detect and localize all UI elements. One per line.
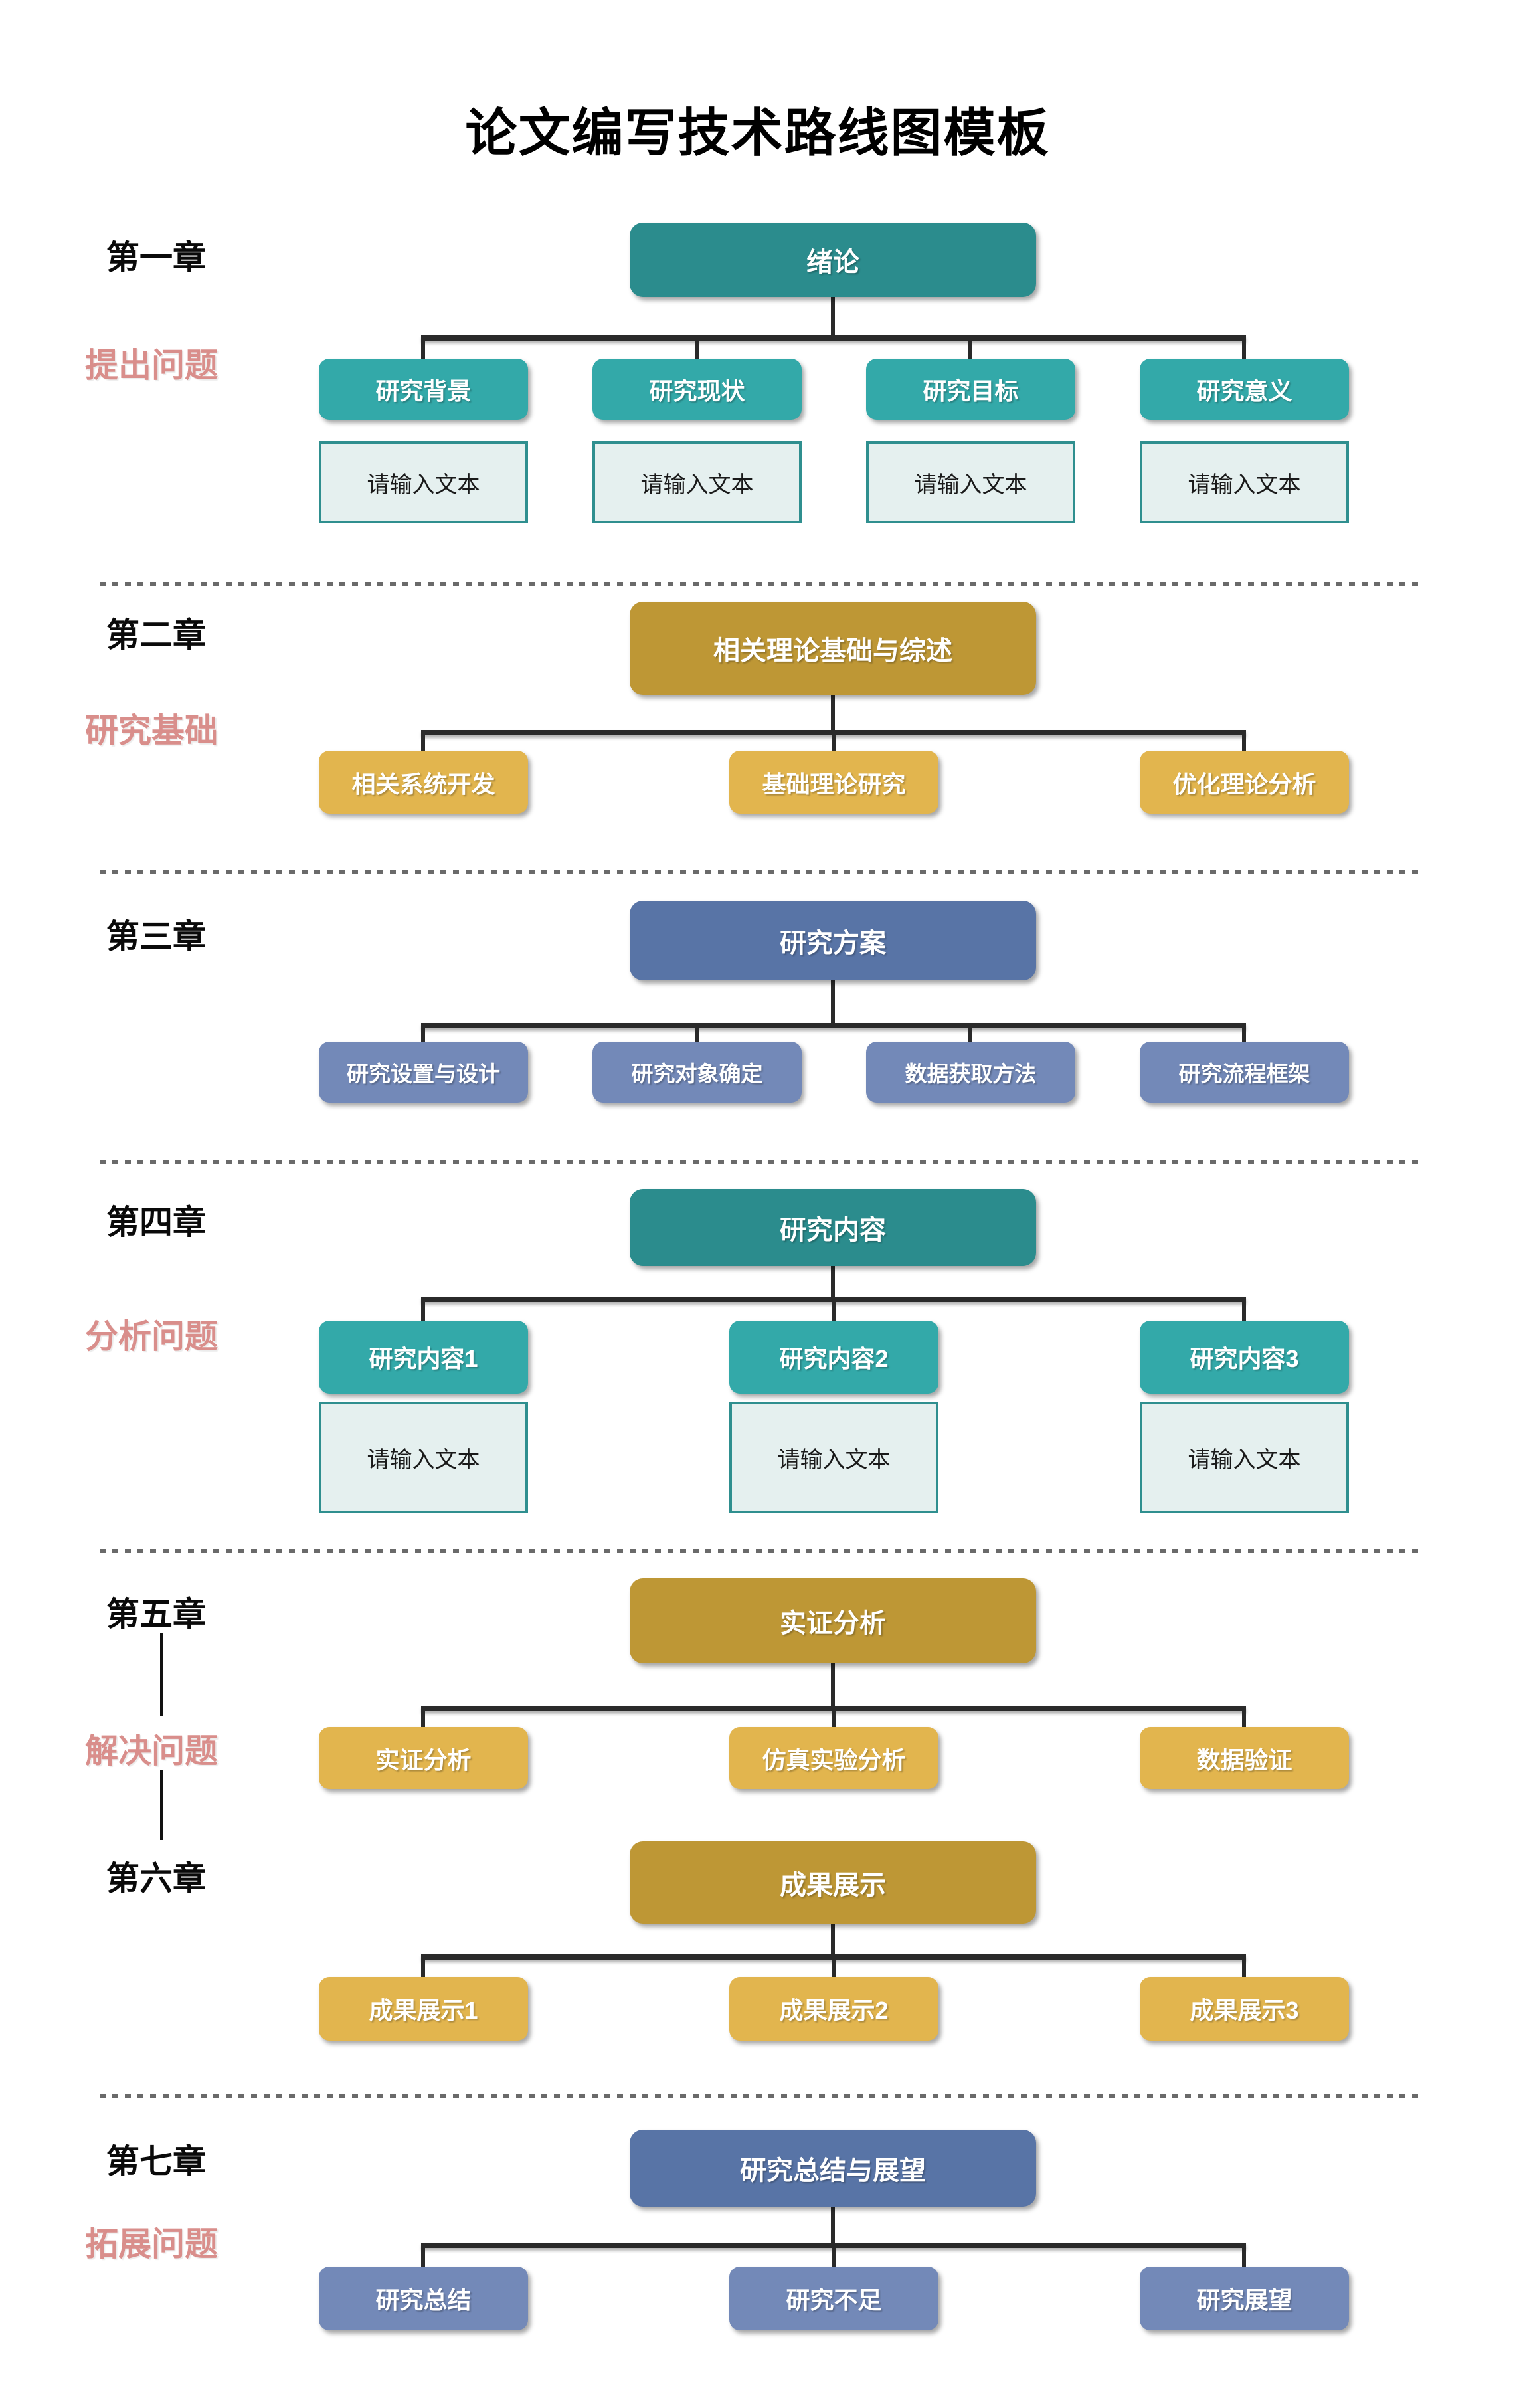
chapter-link-line [160, 1770, 163, 1840]
connector-stem [831, 695, 835, 730]
connector-drop [695, 335, 699, 359]
connector-stem [831, 1924, 835, 1954]
placeholder-text-box[interactable]: 请输入文本 [319, 441, 528, 523]
root-node-summary-outlook[interactable]: 研究总结与展望 [630, 2130, 1036, 2207]
connector-drop [421, 1706, 425, 1727]
connector-drop [1242, 1297, 1246, 1321]
connector-drop [421, 1297, 425, 1321]
child-node[interactable]: 基础理论研究 [729, 751, 938, 814]
section-divider [100, 870, 1418, 874]
connector-drop [1242, 1023, 1246, 1042]
child-node[interactable]: 仿真实验分析 [729, 1727, 938, 1789]
chapter-7-side-label: 拓展问题 [85, 2225, 218, 2263]
child-node[interactable]: 研究背景 [319, 359, 528, 420]
child-node[interactable]: 研究意义 [1140, 359, 1349, 420]
chapter-4-side-label: 分析问题 [85, 1318, 218, 1355]
child-node[interactable]: 研究对象确定 [592, 1042, 802, 1103]
child-node[interactable]: 数据验证 [1140, 1727, 1349, 1789]
connector-stem [831, 1266, 835, 1297]
chapter-3-label: 第三章 [106, 918, 206, 955]
connector-drop [1242, 1954, 1246, 1977]
section-divider [100, 1549, 1418, 1553]
chapter-6-label: 第六章 [106, 1860, 206, 1897]
connector-drop [695, 1023, 699, 1042]
placeholder-text-box[interactable]: 请输入文本 [1140, 1402, 1349, 1513]
connector-drop [832, 1297, 836, 1321]
section-divider [100, 2094, 1418, 2098]
connector-drop [421, 1954, 425, 1977]
connector-drop [832, 2243, 836, 2267]
child-node[interactable]: 成果展示2 [729, 1977, 938, 2041]
connector-drop [832, 1954, 836, 1977]
child-node[interactable]: 研究总结 [319, 2267, 528, 2330]
child-node[interactable]: 数据获取方法 [866, 1042, 1075, 1103]
child-node[interactable]: 研究内容3 [1140, 1321, 1349, 1394]
child-node[interactable]: 成果展示3 [1140, 1977, 1349, 2041]
connector-drop [968, 1023, 972, 1042]
child-node[interactable]: 研究流程框架 [1140, 1042, 1349, 1103]
page-title: 论文编写技术路线图模板 [465, 104, 1050, 162]
connector-bus [422, 335, 1246, 341]
child-node[interactable]: 研究目标 [866, 359, 1075, 420]
child-node[interactable]: 研究内容1 [319, 1321, 528, 1394]
child-node[interactable]: 研究现状 [592, 359, 802, 420]
connector-stem [831, 1663, 835, 1706]
chapter-2-side-label: 研究基础 [85, 712, 218, 749]
connector-drop [1242, 730, 1246, 751]
root-node-empirical-analysis[interactable]: 实证分析 [630, 1578, 1036, 1663]
connector-drop [832, 1706, 836, 1727]
section-divider [100, 582, 1418, 586]
placeholder-text-box[interactable]: 请输入文本 [866, 441, 1075, 523]
connector-drop [1242, 335, 1246, 359]
child-node[interactable]: 相关系统开发 [319, 751, 528, 814]
child-node[interactable]: 研究设置与设计 [319, 1042, 528, 1103]
child-node[interactable]: 研究展望 [1140, 2267, 1349, 2330]
section-divider [100, 1160, 1418, 1164]
child-node[interactable]: 研究内容2 [729, 1321, 938, 1394]
connector-stem [831, 297, 835, 335]
connector-drop [832, 730, 836, 751]
chapter-5-side-label: 解决问题 [85, 1732, 218, 1770]
chapter-2-label: 第二章 [106, 616, 206, 654]
connector-drop [421, 730, 425, 751]
connector-stem [831, 2207, 835, 2243]
connector-drop [421, 1023, 425, 1042]
connector-stem [831, 980, 835, 1023]
placeholder-text-box[interactable]: 请输入文本 [1140, 441, 1349, 523]
chapter-7-label: 第七章 [106, 2143, 206, 2180]
chapter-link-line [160, 1633, 163, 1716]
root-node-introduction[interactable]: 绪论 [630, 223, 1036, 297]
connector-drop [1242, 2243, 1246, 2267]
connector-drop [968, 335, 972, 359]
child-node[interactable]: 成果展示1 [319, 1977, 528, 2041]
root-node-theory-review[interactable]: 相关理论基础与综述 [630, 602, 1036, 695]
connector-bus [422, 1023, 1246, 1028]
placeholder-text-box[interactable]: 请输入文本 [319, 1402, 528, 1513]
chapter-1-side-label: 提出问题 [85, 347, 218, 384]
placeholder-text-box[interactable]: 请输入文本 [729, 1402, 938, 1513]
child-node[interactable]: 研究不足 [729, 2267, 938, 2330]
chapter-4-label: 第四章 [106, 1204, 206, 1241]
chapter-1-label: 第一章 [106, 239, 206, 276]
connector-drop [421, 2243, 425, 2267]
root-node-research-content[interactable]: 研究内容 [630, 1189, 1036, 1266]
connector-drop [421, 335, 425, 359]
child-node[interactable]: 优化理论分析 [1140, 751, 1349, 814]
root-node-research-plan[interactable]: 研究方案 [630, 901, 1036, 980]
connector-drop [1242, 1706, 1246, 1727]
root-node-results-display[interactable]: 成果展示 [630, 1841, 1036, 1924]
chapter-5-label: 第五章 [106, 1596, 206, 1633]
child-node[interactable]: 实证分析 [319, 1727, 528, 1789]
placeholder-text-box[interactable]: 请输入文本 [592, 441, 802, 523]
